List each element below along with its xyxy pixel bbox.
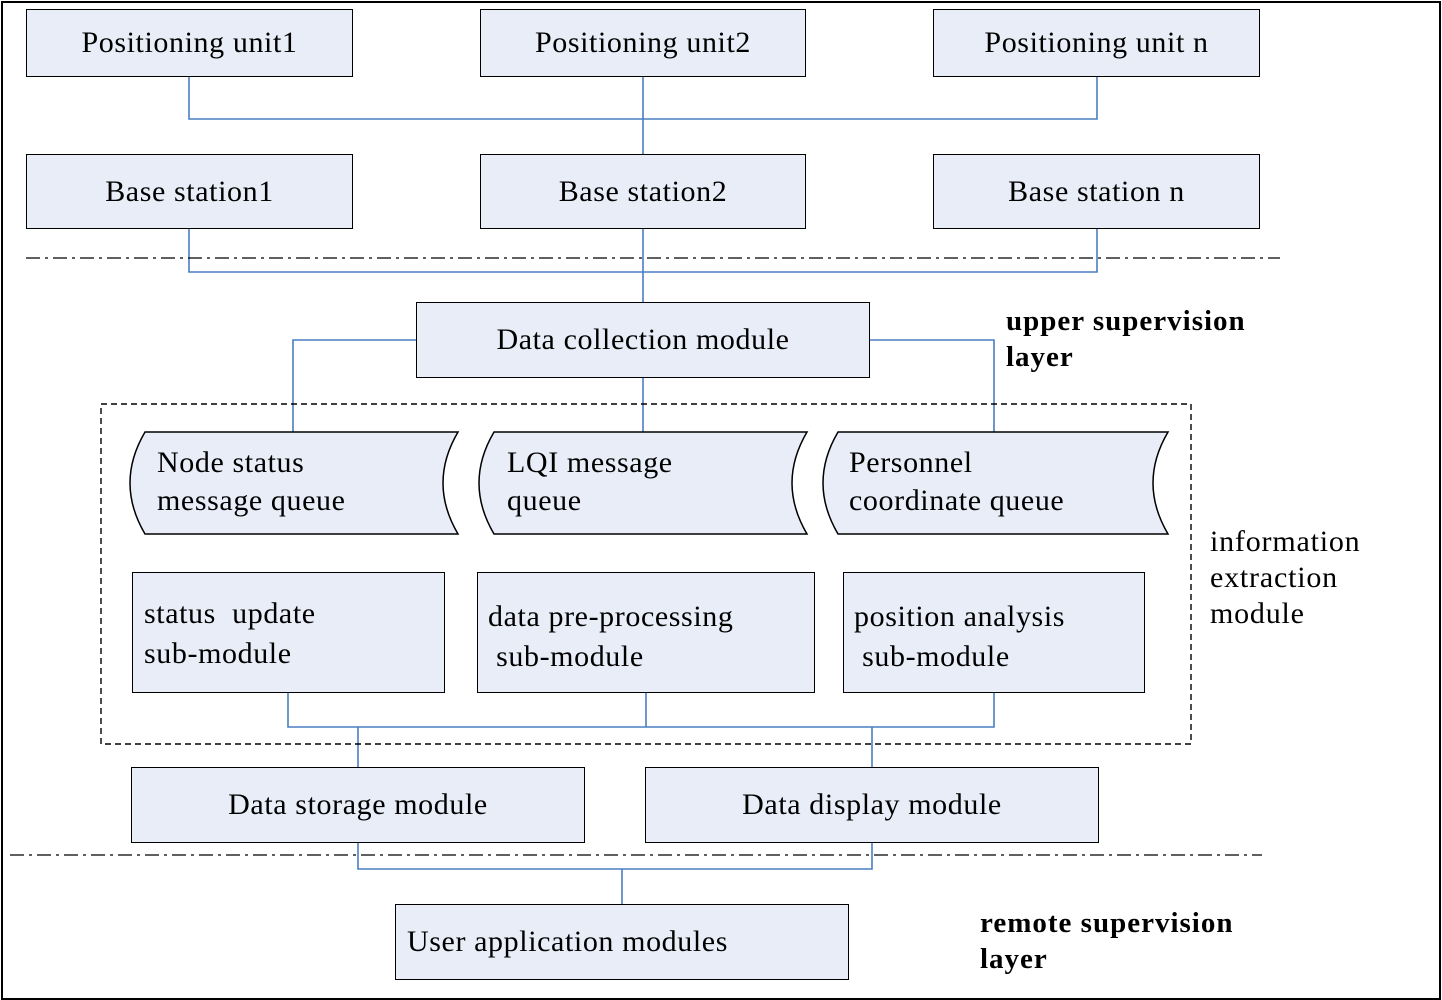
connector-modules-to-user-app xyxy=(357,843,873,904)
base-station-n-label: Base station n xyxy=(1008,174,1185,208)
positioning-unit-n-label: Positioning unit n xyxy=(984,26,1209,59)
node-status-queue: Node status message queue xyxy=(157,444,346,520)
position-analysis-submodule: position analysis sub-module xyxy=(843,572,1145,693)
data-preprocessing-line-2: sub-module xyxy=(488,640,644,673)
status-update-line-2: sub-module xyxy=(144,637,292,670)
base-station-1: Base station1 xyxy=(26,154,353,229)
positioning-unit-2: Positioning unit2 xyxy=(480,9,806,77)
personnel-queue-line-2: coordinate queue xyxy=(849,484,1065,517)
connector-collection-right xyxy=(869,339,995,432)
lqi-queue-line-1: LQI message xyxy=(507,446,673,479)
connector-collection-left xyxy=(292,339,416,432)
info-extraction-boundary xyxy=(100,403,1192,745)
positioning-unit-1-label: Positioning unit1 xyxy=(81,26,298,59)
queue-shape-node-status xyxy=(129,431,460,535)
base-station-2: Base station2 xyxy=(480,154,806,229)
connector-submodules-bus xyxy=(287,693,995,728)
user-application-modules: User application modules xyxy=(395,904,849,980)
position-analysis-line-1: position analysis xyxy=(854,600,1066,633)
upper-layer-line-2: layer xyxy=(1006,341,1074,373)
upper-layer-line-1: upper supervision xyxy=(1006,305,1246,337)
position-analysis-line-2: sub-module xyxy=(854,640,1010,673)
status-update-submodule: status update sub-module xyxy=(132,572,445,693)
connector-stations-to-bus xyxy=(188,229,1098,302)
data-collection-label: Data collection module xyxy=(496,323,790,356)
positioning-unit-2-label: Positioning unit2 xyxy=(534,26,752,59)
lqi-queue-line-2: queue xyxy=(507,484,582,517)
remote-supervision-layer-label: remote supervision layer xyxy=(980,905,1233,977)
user-application-label: User application modules xyxy=(407,925,728,958)
data-display-label: Data display module xyxy=(742,788,1002,821)
lqi-message-queue: LQI message queue xyxy=(507,444,673,520)
personnel-coordinate-queue: Personnel coordinate queue xyxy=(849,444,1064,520)
data-preprocessing-submodule: data pre-processing sub-module xyxy=(477,572,815,693)
remote-layer-line-1: remote supervision xyxy=(980,907,1234,939)
queue-shape-lqi xyxy=(478,431,809,535)
data-storage-module: Data storage module xyxy=(131,767,585,843)
node-status-queue-line-2: message queue xyxy=(157,484,346,517)
personnel-queue-line-1: Personnel xyxy=(849,446,973,479)
upper-supervision-layer-label: upper supervision layer xyxy=(1006,303,1246,375)
info-module-line-2: extraction xyxy=(1210,561,1338,594)
info-module-line-1: information xyxy=(1210,525,1361,558)
queue-shape-personnel xyxy=(822,431,1170,535)
base-station-1-label: Base station1 xyxy=(105,174,274,208)
node-status-queue-line-1: Node status xyxy=(157,446,305,479)
positioning-unit-n: Positioning unit n xyxy=(933,9,1260,77)
info-module-line-3: module xyxy=(1210,597,1305,630)
data-collection-module: Data collection module xyxy=(416,302,870,378)
data-preprocessing-line-1: data pre-processing xyxy=(488,600,734,633)
base-station-2-label: Base station2 xyxy=(558,174,728,208)
data-display-module: Data display module xyxy=(645,767,1099,843)
data-storage-label: Data storage module xyxy=(228,788,488,821)
connector-units-to-bus xyxy=(188,77,1098,154)
remote-layer-line-2: layer xyxy=(980,943,1048,975)
base-station-n: Base station n xyxy=(933,154,1260,229)
information-extraction-module-label: information extraction module xyxy=(1210,524,1360,632)
positioning-unit-1: Positioning unit1 xyxy=(26,9,353,77)
status-update-line-1: status update xyxy=(144,597,316,630)
